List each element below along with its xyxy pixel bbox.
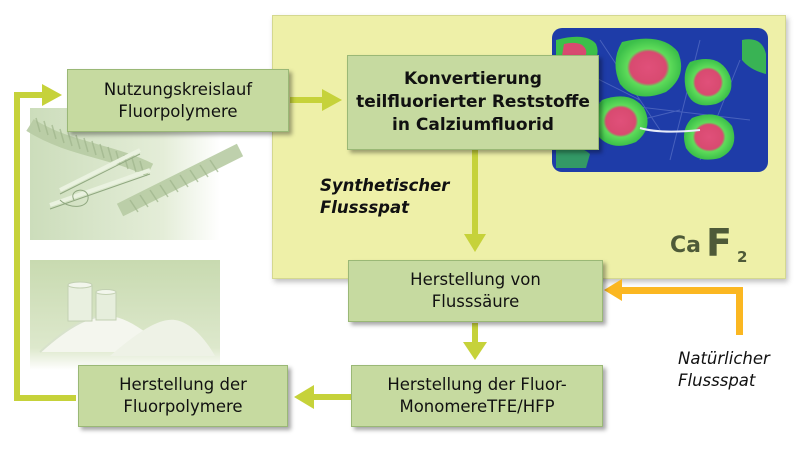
label-synthetisch-line2: Flussspat	[320, 198, 409, 217]
box-monomere: Herstellung der Fluor- MonomereTFE/HFP	[351, 365, 603, 427]
box-nutzungskreislauf-line1: Nutzungskreislauf	[103, 79, 253, 99]
caf2-formula: Ca F 2	[670, 221, 747, 266]
box-konvertierung-line2: teilfluorierter Reststoffe	[356, 92, 590, 112]
formula-f: F	[706, 221, 732, 265]
label-natuerlicher-flussspat: Natürlicher Flussspat	[678, 348, 788, 392]
box-konvertierung: Konvertierung teilfluorierter Reststoffe…	[347, 55, 599, 150]
flow-arrows	[14, 84, 487, 409]
box-flusssaeure-line2: Flusssäure	[431, 292, 520, 311]
box-nutzungskreislauf: Nutzungskreislauf Fluorpolymere	[67, 69, 289, 132]
box-flusssaeure-line1: Herstellung von	[410, 270, 541, 289]
box-fluorpolymere-line1: Herstellung der	[119, 375, 247, 394]
box-nutzungskreislauf-line2: Fluorpolymere	[118, 101, 238, 121]
box-konvertierung-line1: Konvertierung	[404, 69, 542, 89]
formula-subscript: 2	[737, 248, 747, 266]
box-monomere-line2: MonomereTFE/HFP	[399, 397, 555, 416]
label-natuerlich-line1: Natürlicher	[678, 349, 770, 368]
natural-fluorspar-arrow	[604, 279, 743, 335]
box-flusssaeure: Herstellung von Flusssäure	[348, 260, 603, 322]
box-fluorpolymere-line2: Fluorpolymere	[123, 397, 243, 416]
box-monomere-line1: Herstellung der Fluor-	[387, 375, 567, 394]
fluoropolymer-powder-photo	[30, 260, 220, 370]
formula-ca: Ca	[670, 233, 701, 258]
label-synthetischer-flussspat: Synthetischer Flussspat	[320, 175, 480, 219]
box-fluorpolymere: Herstellung der Fluorpolymere	[78, 365, 288, 427]
label-synthetisch-line1: Synthetischer	[320, 176, 450, 195]
box-konvertierung-line3: in Calziumfluorid	[392, 115, 554, 135]
label-natuerlich-line2: Flussspat	[678, 371, 756, 390]
